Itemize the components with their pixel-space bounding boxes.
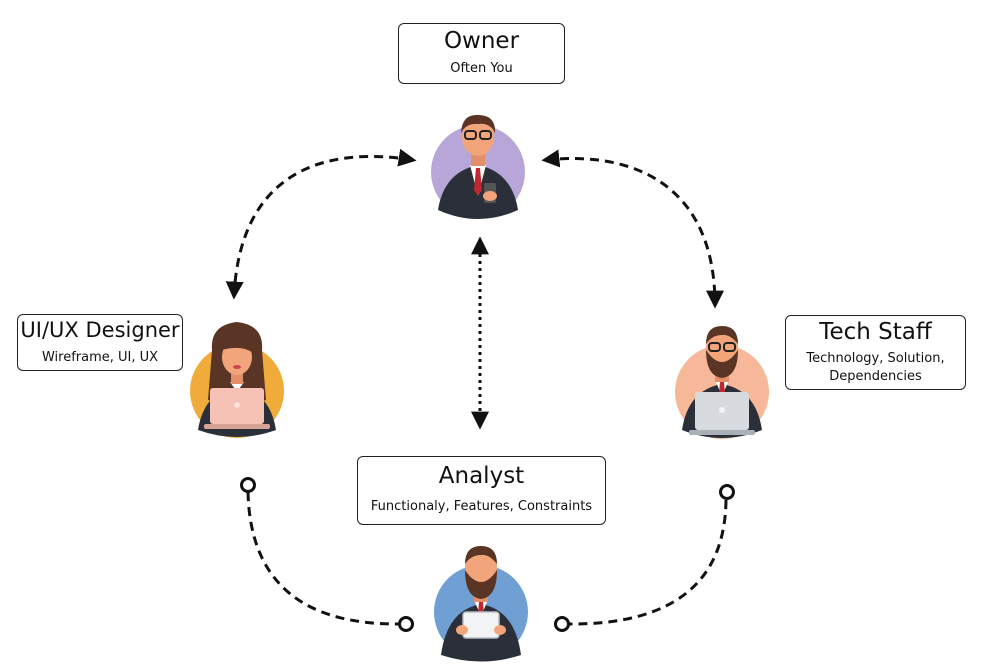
owner-subtitle: Often You bbox=[450, 61, 513, 76]
tech-analyst-endpoint-bottom bbox=[554, 616, 570, 632]
tech-box: Tech Staff Technology, Solution, Depende… bbox=[785, 315, 966, 390]
analyst-avatar bbox=[434, 546, 528, 662]
tech-title: Tech Staff bbox=[819, 319, 932, 345]
analyst-title: Analyst bbox=[438, 463, 525, 489]
analyst-subtitle: Functionaly, Features, Constraints bbox=[370, 499, 593, 514]
tech-avatar bbox=[675, 326, 769, 439]
owner-avatar bbox=[431, 114, 525, 219]
tech-subtitle-line2: Dependencies bbox=[829, 369, 922, 384]
owner-tech-connector bbox=[541, 149, 724, 309]
designer-box: UI/UX Designer Wireframe, UI, UX bbox=[17, 314, 183, 371]
owner-designer-connector bbox=[225, 148, 417, 300]
tech-analyst-endpoint-top bbox=[719, 484, 735, 500]
designer-avatar bbox=[190, 322, 284, 438]
designer-analyst-endpoint-top bbox=[240, 477, 256, 493]
tech-analyst-connector bbox=[567, 499, 728, 626]
designer-subtitle: Wireframe, UI, UX bbox=[41, 350, 159, 365]
owner-box: Owner Often You bbox=[398, 23, 565, 84]
analyst-box: Analyst Functionaly, Features, Constrain… bbox=[357, 456, 606, 525]
tech-subtitle-line1: Technology, Solution, bbox=[806, 351, 945, 366]
designer-title: UI/UX Designer bbox=[20, 318, 180, 342]
designer-analyst-connector bbox=[246, 491, 401, 626]
owner-title: Owner bbox=[443, 28, 520, 54]
designer-analyst-endpoint-bottom bbox=[398, 616, 414, 632]
